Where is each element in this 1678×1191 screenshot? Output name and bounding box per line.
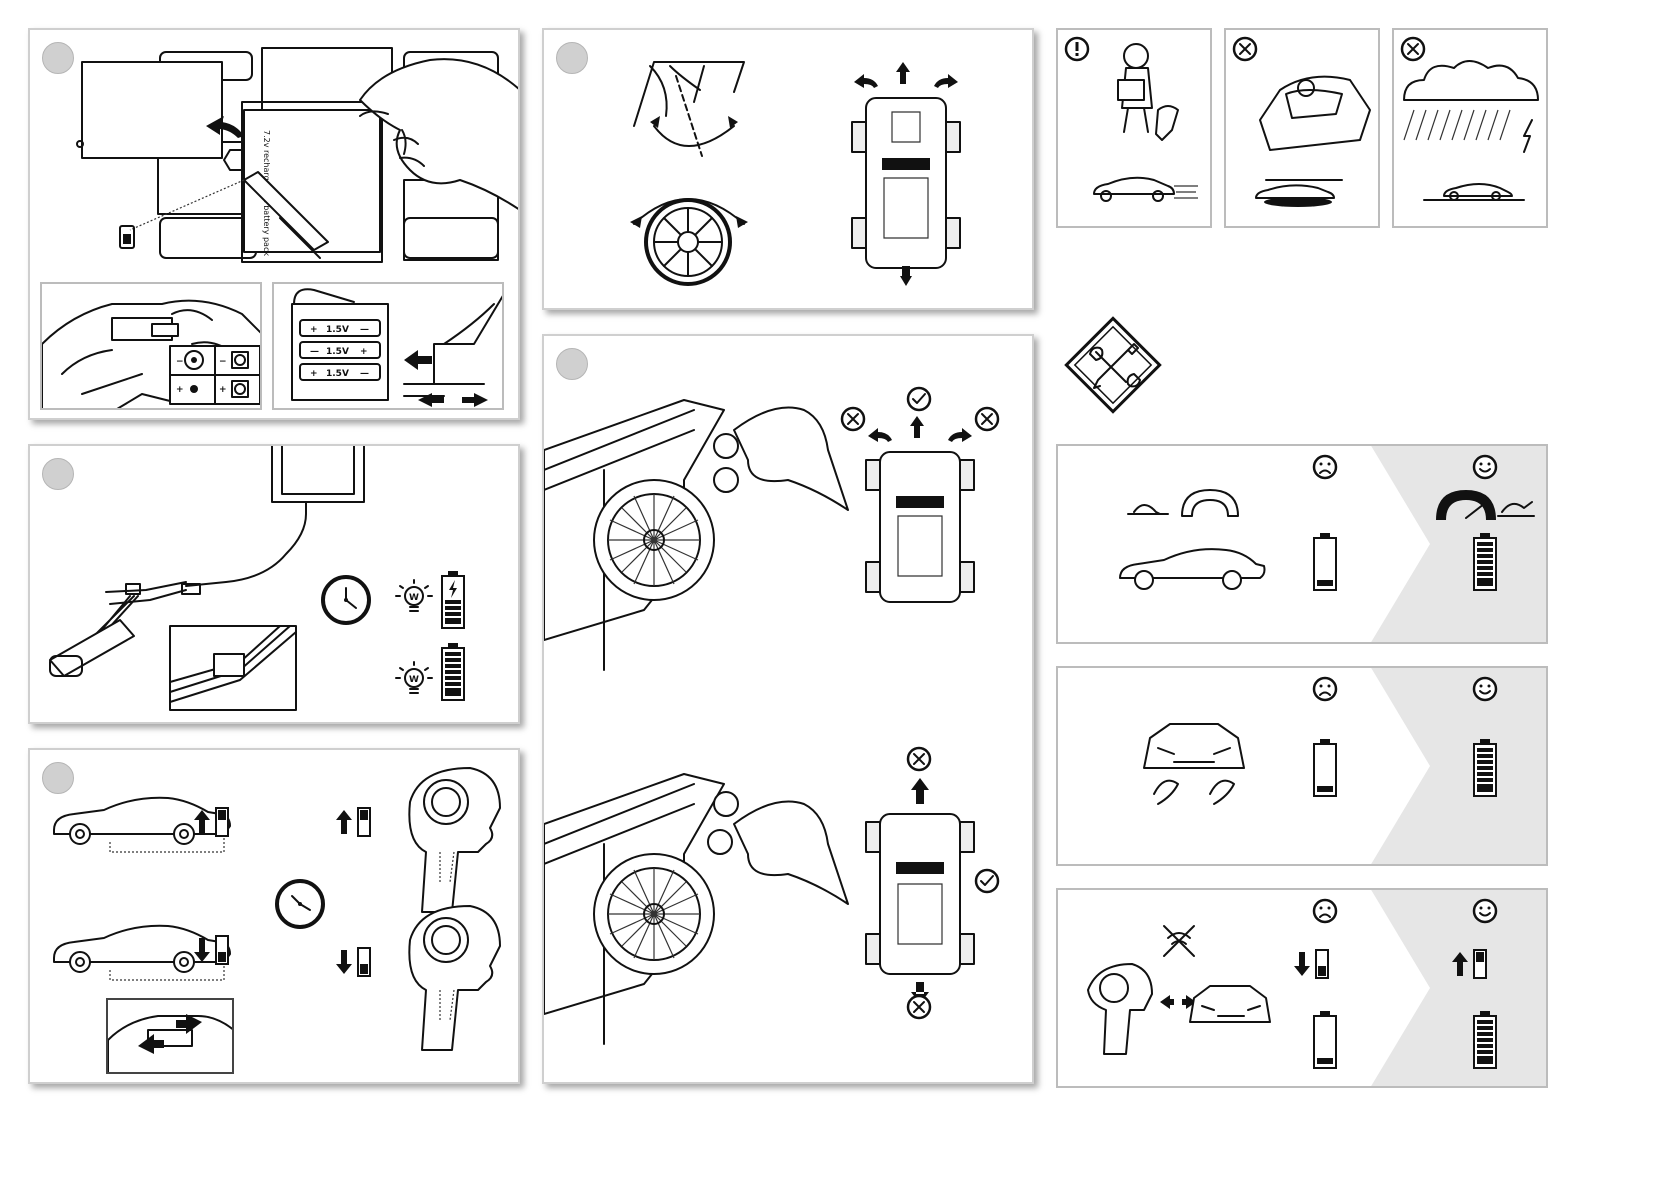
panel-trim-adjust bbox=[542, 334, 1034, 1084]
disconnect-plug-inset bbox=[106, 998, 234, 1074]
svg-text:—: — bbox=[310, 347, 319, 357]
step-marker bbox=[556, 348, 588, 380]
panel-power-on bbox=[28, 748, 520, 1084]
remote-control-illustration bbox=[390, 762, 510, 892]
svg-text:+: + bbox=[310, 325, 318, 335]
battery-icon-full bbox=[1472, 1010, 1500, 1070]
connector-plug-inset: − + − + bbox=[40, 282, 262, 410]
battery-icon-full bbox=[1472, 532, 1500, 592]
step-marker bbox=[42, 762, 74, 794]
aa-battery-inset: +1.5V — — 1.5V + +1.5V — bbox=[272, 282, 504, 410]
svg-text:−: − bbox=[176, 357, 184, 367]
sad-face-icon bbox=[1312, 454, 1338, 480]
svg-text:+: + bbox=[310, 369, 318, 379]
battery-icon-full bbox=[1472, 738, 1500, 798]
turtle-speedometer-illustration bbox=[1126, 486, 1236, 526]
panel-battery-install: 7.2v rechargeable battery pack − + − + bbox=[28, 28, 520, 420]
rabbit-speedometer-illustration bbox=[1432, 486, 1542, 526]
step-marker bbox=[556, 42, 588, 74]
battery-icon-low bbox=[1312, 532, 1340, 592]
switch-off-icon bbox=[1292, 948, 1332, 984]
prohibited-icon bbox=[906, 994, 932, 1020]
battery-icon-low bbox=[1312, 1010, 1340, 1070]
svg-text:W: W bbox=[409, 593, 419, 603]
sad-face-icon bbox=[1312, 898, 1338, 924]
warning-card-traffic bbox=[1224, 28, 1380, 228]
chassis-top-view bbox=[836, 58, 976, 288]
svg-text:+: + bbox=[360, 347, 368, 357]
svg-text:—: — bbox=[360, 325, 369, 335]
lightbulb-icon: W bbox=[396, 660, 432, 700]
chassis-top-view bbox=[850, 774, 990, 1024]
sad-face-icon bbox=[1312, 676, 1338, 702]
cell-voltage-1: 1.5V bbox=[326, 325, 349, 335]
svg-text:+: + bbox=[219, 385, 227, 395]
svg-text:W: W bbox=[409, 675, 419, 685]
panel-charging: W W bbox=[28, 444, 520, 724]
child-with-pet-illustration bbox=[1058, 30, 1212, 228]
panel-steering-trim bbox=[542, 28, 1034, 310]
trouble-card-no-response bbox=[1056, 888, 1548, 1088]
tip-background bbox=[1370, 888, 1548, 1088]
switch-off-icon bbox=[192, 934, 232, 970]
car-illustration bbox=[1116, 544, 1266, 594]
tip-background bbox=[1370, 666, 1548, 866]
cell-voltage-3: 1.5V bbox=[326, 369, 349, 379]
trouble-card-slow bbox=[1056, 444, 1548, 644]
switch-on-icon bbox=[1450, 948, 1490, 984]
switch-on-icon bbox=[192, 806, 232, 842]
tip-background bbox=[1370, 444, 1548, 644]
controller-trim-closeup-1 bbox=[544, 390, 844, 650]
battery-icon-low bbox=[1312, 738, 1340, 798]
ok-icon bbox=[974, 868, 1000, 894]
svg-text:—: — bbox=[360, 369, 369, 379]
lightbulb-icon: W bbox=[396, 578, 432, 618]
clock-icon bbox=[320, 574, 372, 626]
battery-icon-charging bbox=[440, 570, 468, 630]
happy-face-icon bbox=[1472, 676, 1498, 702]
svg-text:+: + bbox=[176, 385, 184, 395]
trim-knob-illustration bbox=[614, 56, 774, 166]
happy-face-icon bbox=[1472, 454, 1498, 480]
cell-voltage-2: 1.5V bbox=[326, 347, 349, 357]
warning-card-weather bbox=[1392, 28, 1548, 228]
switch-off-icon bbox=[334, 946, 374, 982]
remote-control-illustration bbox=[390, 900, 510, 1030]
svg-text:−: − bbox=[219, 357, 227, 367]
prohibited-icon bbox=[906, 746, 932, 772]
trouble-card-steering bbox=[1056, 666, 1548, 866]
rain-storm-illustration bbox=[1394, 30, 1548, 228]
switch-on-icon bbox=[334, 806, 374, 842]
warning-card-children bbox=[1056, 28, 1212, 228]
battery-compartment-illustration: 7.2v rechargeable battery pack bbox=[30, 30, 520, 290]
controller-trim-closeup-2 bbox=[544, 764, 844, 1024]
happy-face-icon bbox=[1472, 898, 1498, 924]
remote-and-car-illustration bbox=[1084, 920, 1284, 1060]
wrench-screwdriver-icon bbox=[1056, 308, 1170, 422]
car-crash-illustration bbox=[1226, 30, 1380, 228]
ok-icon bbox=[906, 386, 932, 412]
clock-icon bbox=[274, 878, 326, 930]
battery-icon-full bbox=[440, 642, 468, 702]
car-front-view-illustration bbox=[1134, 718, 1254, 818]
chassis-top-view bbox=[850, 412, 990, 642]
wheel-illustration bbox=[624, 178, 754, 288]
